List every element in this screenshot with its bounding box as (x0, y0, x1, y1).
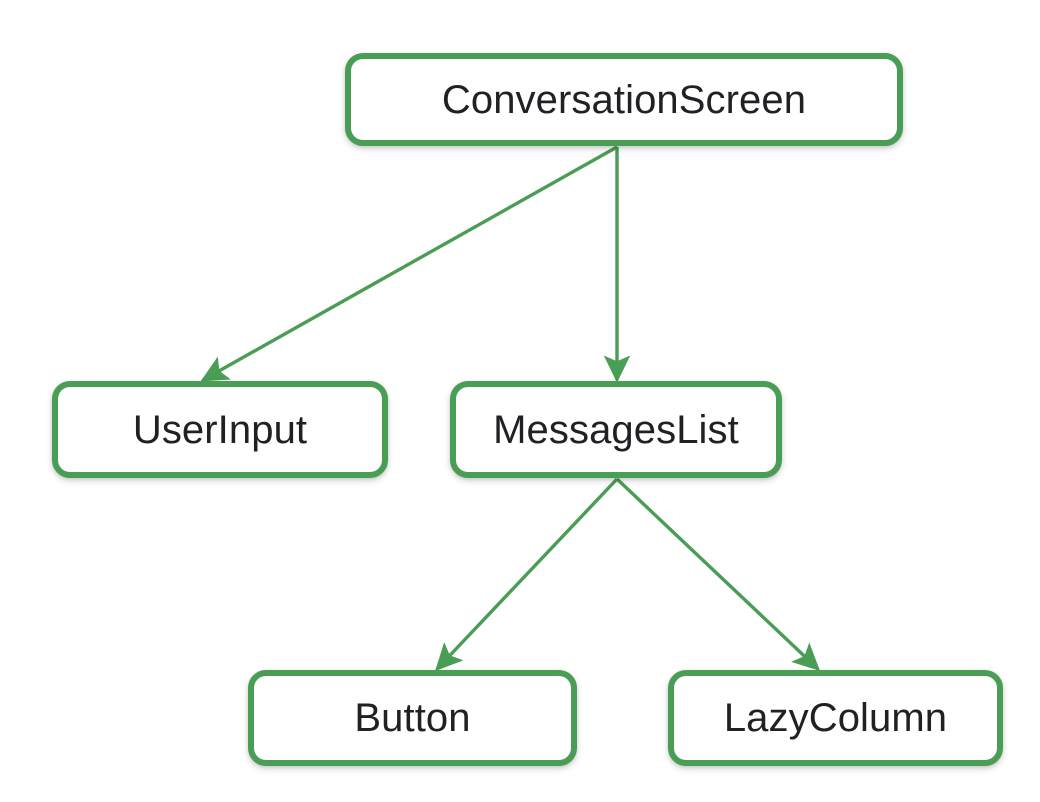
edge-conversationscreen-to-userinput (200, 145, 618, 382)
node-label: ConversationScreen (441, 77, 807, 122)
node-userinput[interactable]: UserInput (52, 381, 388, 478)
node-conversationscreen[interactable]: ConversationScreen (345, 53, 903, 146)
node-messageslist[interactable]: MessagesList (450, 381, 782, 478)
node-label: Button (354, 696, 471, 740)
node-label: UserInput (132, 407, 308, 452)
node-label: LazyColumn (723, 696, 948, 740)
edge-messageslist-to-lazycolumn (615, 477, 820, 671)
node-button[interactable]: Button (248, 670, 577, 766)
node-lazycolumn[interactable]: LazyColumn (668, 670, 1003, 766)
edge-messageslist-to-button (435, 477, 619, 671)
node-label: MessagesList (493, 407, 739, 452)
